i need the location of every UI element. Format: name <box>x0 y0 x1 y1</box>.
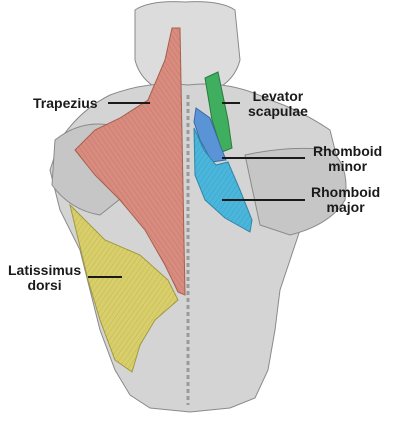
rhomboid-major-label: Rhomboid major <box>311 184 381 215</box>
rhomboid-minor-label: Rhomboid minor <box>313 143 383 174</box>
right-deltoid-shape <box>244 147 347 236</box>
trapezius-label: Trapezius <box>33 95 98 111</box>
head-shape <box>134 1 241 91</box>
latissimus-dorsi-label: Latissimus dorsi <box>8 262 82 293</box>
levator-scapulae-region <box>204 71 233 153</box>
levator-scapulae-label: Levator scapulae <box>248 88 308 119</box>
rhomboid-minor-region <box>193 107 227 163</box>
